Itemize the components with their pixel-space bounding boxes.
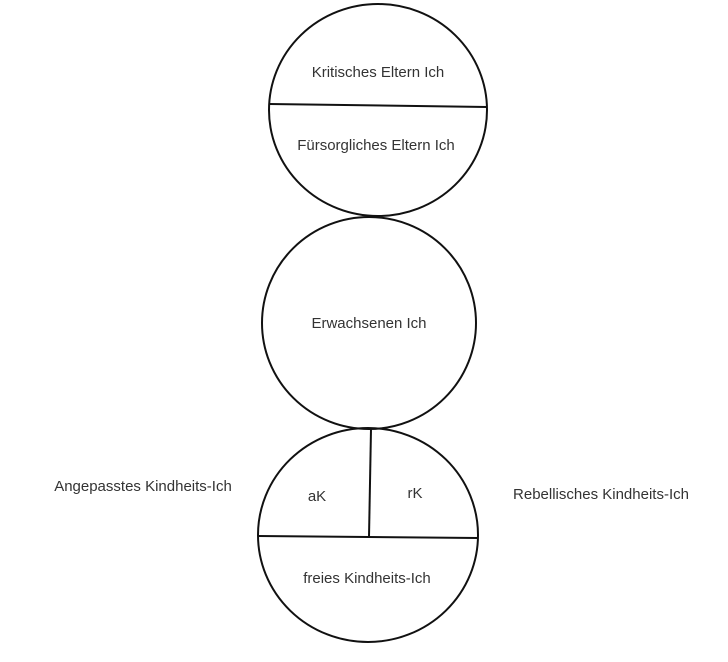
rebellious-child-label: Rebellisches Kindheits-Ich — [513, 486, 689, 503]
nurturing-parent-label: Fürsorgliches Eltern Ich — [297, 137, 455, 154]
parent-divider — [268, 103, 488, 108]
free-child-label: freies Kindheits-Ich — [303, 570, 431, 587]
child-circle-outline — [257, 427, 479, 643]
critical-parent-label: Kritisches Eltern Ich — [312, 64, 445, 81]
child-ego-circle: aK rK freies Kindheits-Ich — [257, 427, 479, 643]
child-vertical-divider — [368, 428, 372, 538]
adapted-child-short-label: aK — [308, 488, 326, 505]
parent-ego-circle: Kritisches Eltern Ich Fürsorgliches Elte… — [268, 3, 488, 217]
adapted-child-label: Angepasstes Kindheits-Ich — [54, 478, 232, 495]
adult-ego-circle: Erwachsenen Ich — [261, 216, 477, 430]
adult-label: Erwachsenen Ich — [311, 315, 426, 332]
child-horizontal-divider — [257, 535, 479, 539]
parent-circle-outline — [268, 3, 488, 217]
rebellious-child-short-label: rK — [408, 485, 423, 502]
